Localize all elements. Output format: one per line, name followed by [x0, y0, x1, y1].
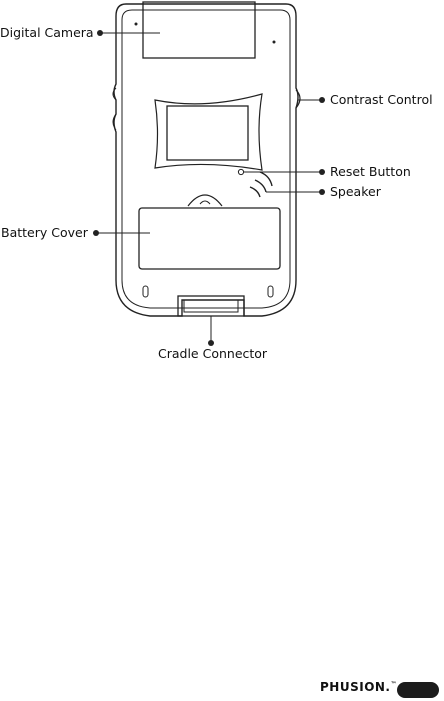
battery-cover [138, 207, 281, 270]
cradle-connector-housing [177, 295, 245, 317]
foot-left [142, 285, 149, 298]
reset-button-hole [237, 168, 245, 176]
callout-contrast-control [298, 97, 325, 103]
camera-module [142, 1, 256, 59]
callout-cradle-connector [208, 316, 214, 346]
callout-battery-cover [93, 230, 150, 236]
brand-logo: PHUSION.™ [320, 680, 397, 694]
callout-speaker [266, 189, 325, 195]
screw-top-left [134, 22, 138, 26]
center-window [166, 105, 249, 161]
foot-right [267, 285, 274, 298]
trademark-mark: ™ [390, 681, 397, 688]
battery-latch [187, 194, 223, 207]
label-cradle-connector: Cradle Connector [158, 346, 268, 361]
label-reset-button: Reset Button [330, 164, 411, 179]
page-tab-pill [397, 682, 439, 698]
label-digital-camera: Digital Camera [0, 25, 94, 40]
side-button-upper [112, 87, 117, 101]
device-inner-shell [121, 9, 291, 309]
label-battery-cover: Battery Cover [1, 225, 89, 240]
label-speaker: Speaker [330, 184, 382, 199]
brand-logo-text: PHUSION. [320, 680, 391, 694]
contrast-control-dial [295, 89, 301, 109]
callout-reset-button [244, 169, 325, 175]
callout-digital-camera [97, 30, 160, 36]
speaker-slot-1 [259, 171, 273, 187]
speaker-slot-2 [254, 179, 267, 193]
label-contrast-control: Contrast Control [330, 92, 433, 107]
battery-latch-tab [199, 200, 211, 205]
side-button-lower [112, 113, 117, 131]
speaker-slot-3 [249, 186, 261, 198]
center-recess [154, 93, 263, 171]
cradle-connector-port [183, 299, 239, 313]
screw-top-right [272, 40, 276, 44]
device-outer-shell [113, 3, 299, 317]
